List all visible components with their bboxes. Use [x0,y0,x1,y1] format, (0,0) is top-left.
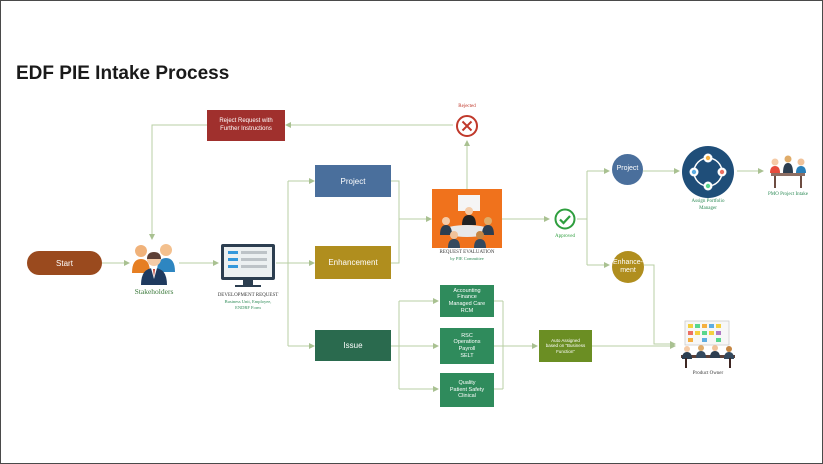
product-owner-image [677,319,739,369]
development-request-title: DEVELOPMENT REQUEST [217,293,279,298]
pmo-project-intake-icon [765,153,811,189]
start-node: Start [27,251,102,275]
development-request-subtitle-2: ENDRF Form [235,305,261,310]
approved-label: Approved [555,234,575,239]
issue-box: Issue [315,330,391,361]
arrow-rejectbox-to-stakeholders [149,124,207,240]
rejected-label: Rejected [458,104,476,109]
stakeholders-icon [128,239,180,285]
arrow-issue-to-categories [391,301,400,389]
enhancement-circle: Enhance- ment [612,251,644,283]
product-owner-label: Product Owner [692,371,724,376]
portfolio-manager-label: Assign Portfolio Manager [691,199,725,211]
arrow-categories-join [494,300,504,390]
rejected-x-icon [455,114,479,138]
project-circle: Project [612,154,643,185]
category-box-quality: Quality Patient Safety Clinical [440,373,494,407]
pmo-project-intake-label: PMO Project Intake [768,192,808,197]
arrow-project-to-eval [391,180,432,222]
page-title: EDF PIE Intake Process [16,63,230,84]
request-evaluation-title: REQUEST EVALUATION [439,250,495,255]
arrow-approved-branches [577,171,588,265]
enhancement-box: Enhancement [315,246,391,279]
project-box: Project [315,165,391,197]
development-request-subtitle-1: Business Unit, Employee, [224,299,272,304]
request-evaluation-subtitle: by PIE Committee [450,256,484,261]
arrow-devrequest-branches [276,181,289,346]
stakeholders-label: Stakeholders [134,287,174,296]
development-request-icon [219,242,277,288]
approved-check-icon [554,208,576,230]
portfolio-manager-icon [681,145,735,199]
auto-assigned-box: Auto Assigned based on "Business Functio… [539,330,592,362]
category-box-accounting: Accounting Finance Managed Care RCM [440,285,494,317]
reject-request-box: Reject Request with Further Instructions [207,110,285,141]
arrow-enhancement-circle-to-owner [644,264,676,347]
arrow-enhancement-to-eval [391,219,400,264]
category-box-rsc: RSC Operations Payroll SELT [440,328,494,364]
request-evaluation-image [432,189,502,248]
